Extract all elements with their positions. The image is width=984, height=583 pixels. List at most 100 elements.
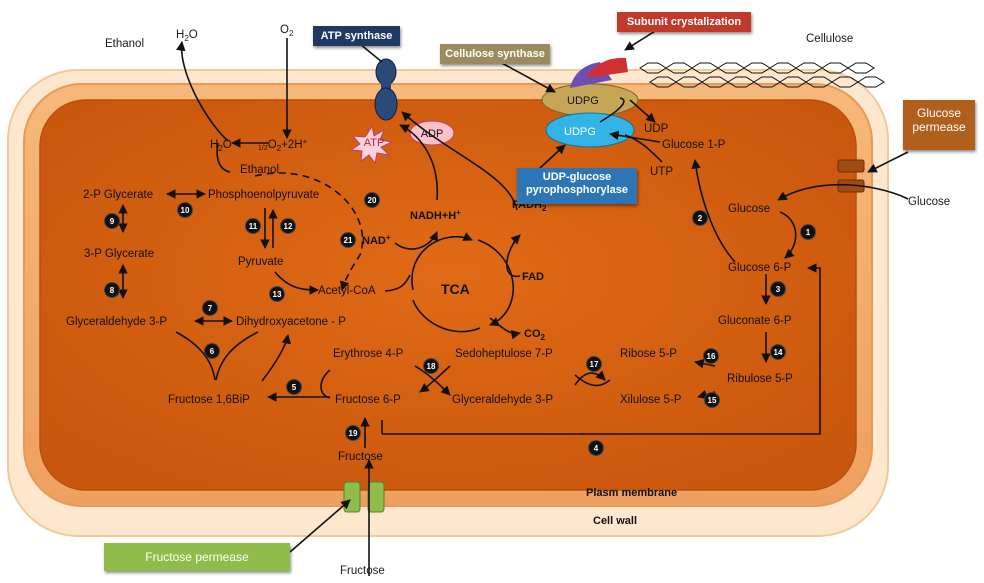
co2-label: CO2 xyxy=(524,328,546,342)
step-badge-1 xyxy=(800,224,816,240)
step-number-1: 1 xyxy=(806,228,811,237)
pathway-arrows xyxy=(118,27,909,576)
r5p-label: Ribose 5-P xyxy=(620,348,677,360)
fructose-out-label: Fructose xyxy=(340,565,385,577)
glucose-permease-box: Glucose permease xyxy=(903,100,975,150)
step-number-8: 8 xyxy=(110,286,115,295)
step-badge-13 xyxy=(269,286,285,302)
fbp-label: Fructose 1,6BiP xyxy=(168,394,250,406)
step-badge-4 xyxy=(588,440,604,456)
step-badge-2 xyxy=(692,210,708,226)
acetyl-coa-label: Acetyl-CoA xyxy=(318,285,376,297)
ethanol-in-label: Ethanol xyxy=(240,164,279,176)
step-badge-5 xyxy=(286,379,302,395)
step-number-19: 19 xyxy=(349,429,358,438)
x5p-label: Xilulose 5-P xyxy=(620,394,682,406)
step-number-6: 6 xyxy=(210,347,215,356)
udp-box-line1: UDP-glucose xyxy=(542,171,612,183)
cellulose-synthase-complex xyxy=(541,57,639,148)
atp-burst xyxy=(349,124,394,165)
p2-glycerate-label: 2-P Glycerate xyxy=(83,189,153,201)
glucose-in-label: Glucose xyxy=(728,203,770,215)
cell-wall-label: Cell wall xyxy=(593,515,637,527)
glucose6p-label: Glucose 6-P xyxy=(728,262,792,274)
glucose-1p-label: Glucose 1-P xyxy=(662,139,726,151)
step-badge-9 xyxy=(104,213,120,229)
step-badge-20 xyxy=(364,192,380,208)
gluconate6p-label: Gluconate 6-P xyxy=(718,315,792,327)
outside-labels: Ethanol H2O O2 Cellulose Glucose Fructos… xyxy=(105,24,950,577)
step-number-4: 4 xyxy=(594,444,599,453)
fructose-in-label: Fructose xyxy=(338,451,383,463)
step-number-18: 18 xyxy=(427,362,436,371)
step-badge-14 xyxy=(770,344,786,360)
udpg-bottom-label: UDPG xyxy=(564,126,596,138)
step-number-17: 17 xyxy=(590,360,599,369)
step-number-2: 2 xyxy=(698,214,703,223)
step-number-20: 20 xyxy=(368,196,377,205)
tca-label: TCA xyxy=(441,281,470,297)
e4p-label: Erythrose 4-P xyxy=(333,348,404,360)
glucose-permease-line1: Glucose xyxy=(916,106,962,120)
metabolite-labels: 2-P Glycerate Phosphoenolpyruvate 3-P Gl… xyxy=(66,189,793,463)
cellulose-chain xyxy=(639,62,885,88)
step-badge-7 xyxy=(202,300,218,316)
step-badge-17 xyxy=(586,356,602,372)
step-badge-6 xyxy=(204,343,220,359)
udpg-top-label: UDPG xyxy=(567,95,599,107)
step-badge-11 xyxy=(245,218,261,234)
glucose-out-label: Glucose xyxy=(908,196,950,208)
step-number-3: 3 xyxy=(776,285,781,294)
step-number-11: 11 xyxy=(249,222,258,231)
plasm-membrane-label: Plasm membrane xyxy=(586,487,677,499)
step-number-9: 9 xyxy=(110,217,115,226)
step-number-15: 15 xyxy=(708,396,717,405)
udpg-labels: UDPG UDPG UDP Glucose 1-P UTP xyxy=(564,95,726,178)
fad-label: FAD xyxy=(522,271,544,283)
step-number-16: 16 xyxy=(707,352,716,361)
step-number-5: 5 xyxy=(292,383,297,392)
o2-out-label: O2 xyxy=(280,24,294,38)
atp-synthase-structure xyxy=(374,58,398,121)
respiration-labels: H2O 1/2O2+2H+ ATP ADP Ethanol NADH+H+ NA… xyxy=(210,128,547,342)
step-badge-12 xyxy=(280,218,296,234)
fructose-permease-box: Fructose permease xyxy=(104,543,290,571)
ethanol-out-label: Ethanol xyxy=(105,38,144,50)
step-badge-10 xyxy=(177,202,193,218)
ribulose5p-label: Ribulose 5-P xyxy=(727,373,793,385)
o2-2h-label: 1/2O2+2H+ xyxy=(258,137,308,153)
step-badge-15 xyxy=(704,392,720,408)
atp-synthase-box: ATP synthase xyxy=(313,26,400,46)
nad-label: NAD+ xyxy=(362,233,391,247)
step-number-12: 12 xyxy=(284,222,293,231)
gap-left-label: Glyceraldehyde 3-P xyxy=(66,316,167,328)
f6p-label: Fructose 6-P xyxy=(335,394,401,406)
step-badge-21 xyxy=(340,232,356,248)
step-number-13: 13 xyxy=(273,290,282,299)
step-number-14: 14 xyxy=(774,348,783,357)
udp-label: UDP xyxy=(644,123,669,135)
step-badge-18 xyxy=(423,358,439,374)
atp-label: ATP xyxy=(364,137,385,149)
utp-label: UTP xyxy=(650,166,673,178)
glucose-permease-channel xyxy=(837,159,865,193)
gap-right-label: Glyceraldehyde 3-P xyxy=(452,394,553,406)
cytoplasm xyxy=(39,99,857,491)
cellulose-label: Cellulose xyxy=(806,33,853,45)
subunit-crystallization-box: Subunit crystalization xyxy=(617,12,751,32)
udp-box-line2: pyrophosphorylase xyxy=(525,183,629,196)
step-badge-8 xyxy=(104,282,120,298)
pep-label: Phosphoenolpyruvate xyxy=(208,189,319,201)
cellulose-synthase-box: Cellulose synthase xyxy=(440,44,550,64)
glucose-permease-line2: permease xyxy=(912,119,966,134)
s7p-label: Sedoheptulose 7-P xyxy=(455,348,553,360)
step-badge-16 xyxy=(703,348,719,364)
step-badge-19 xyxy=(345,425,361,441)
step-badge-3 xyxy=(770,281,786,297)
step-number-7: 7 xyxy=(208,304,213,313)
dhap-label: Dihydroxyacetone - P xyxy=(236,316,346,328)
adp-label: ADP xyxy=(421,128,444,140)
